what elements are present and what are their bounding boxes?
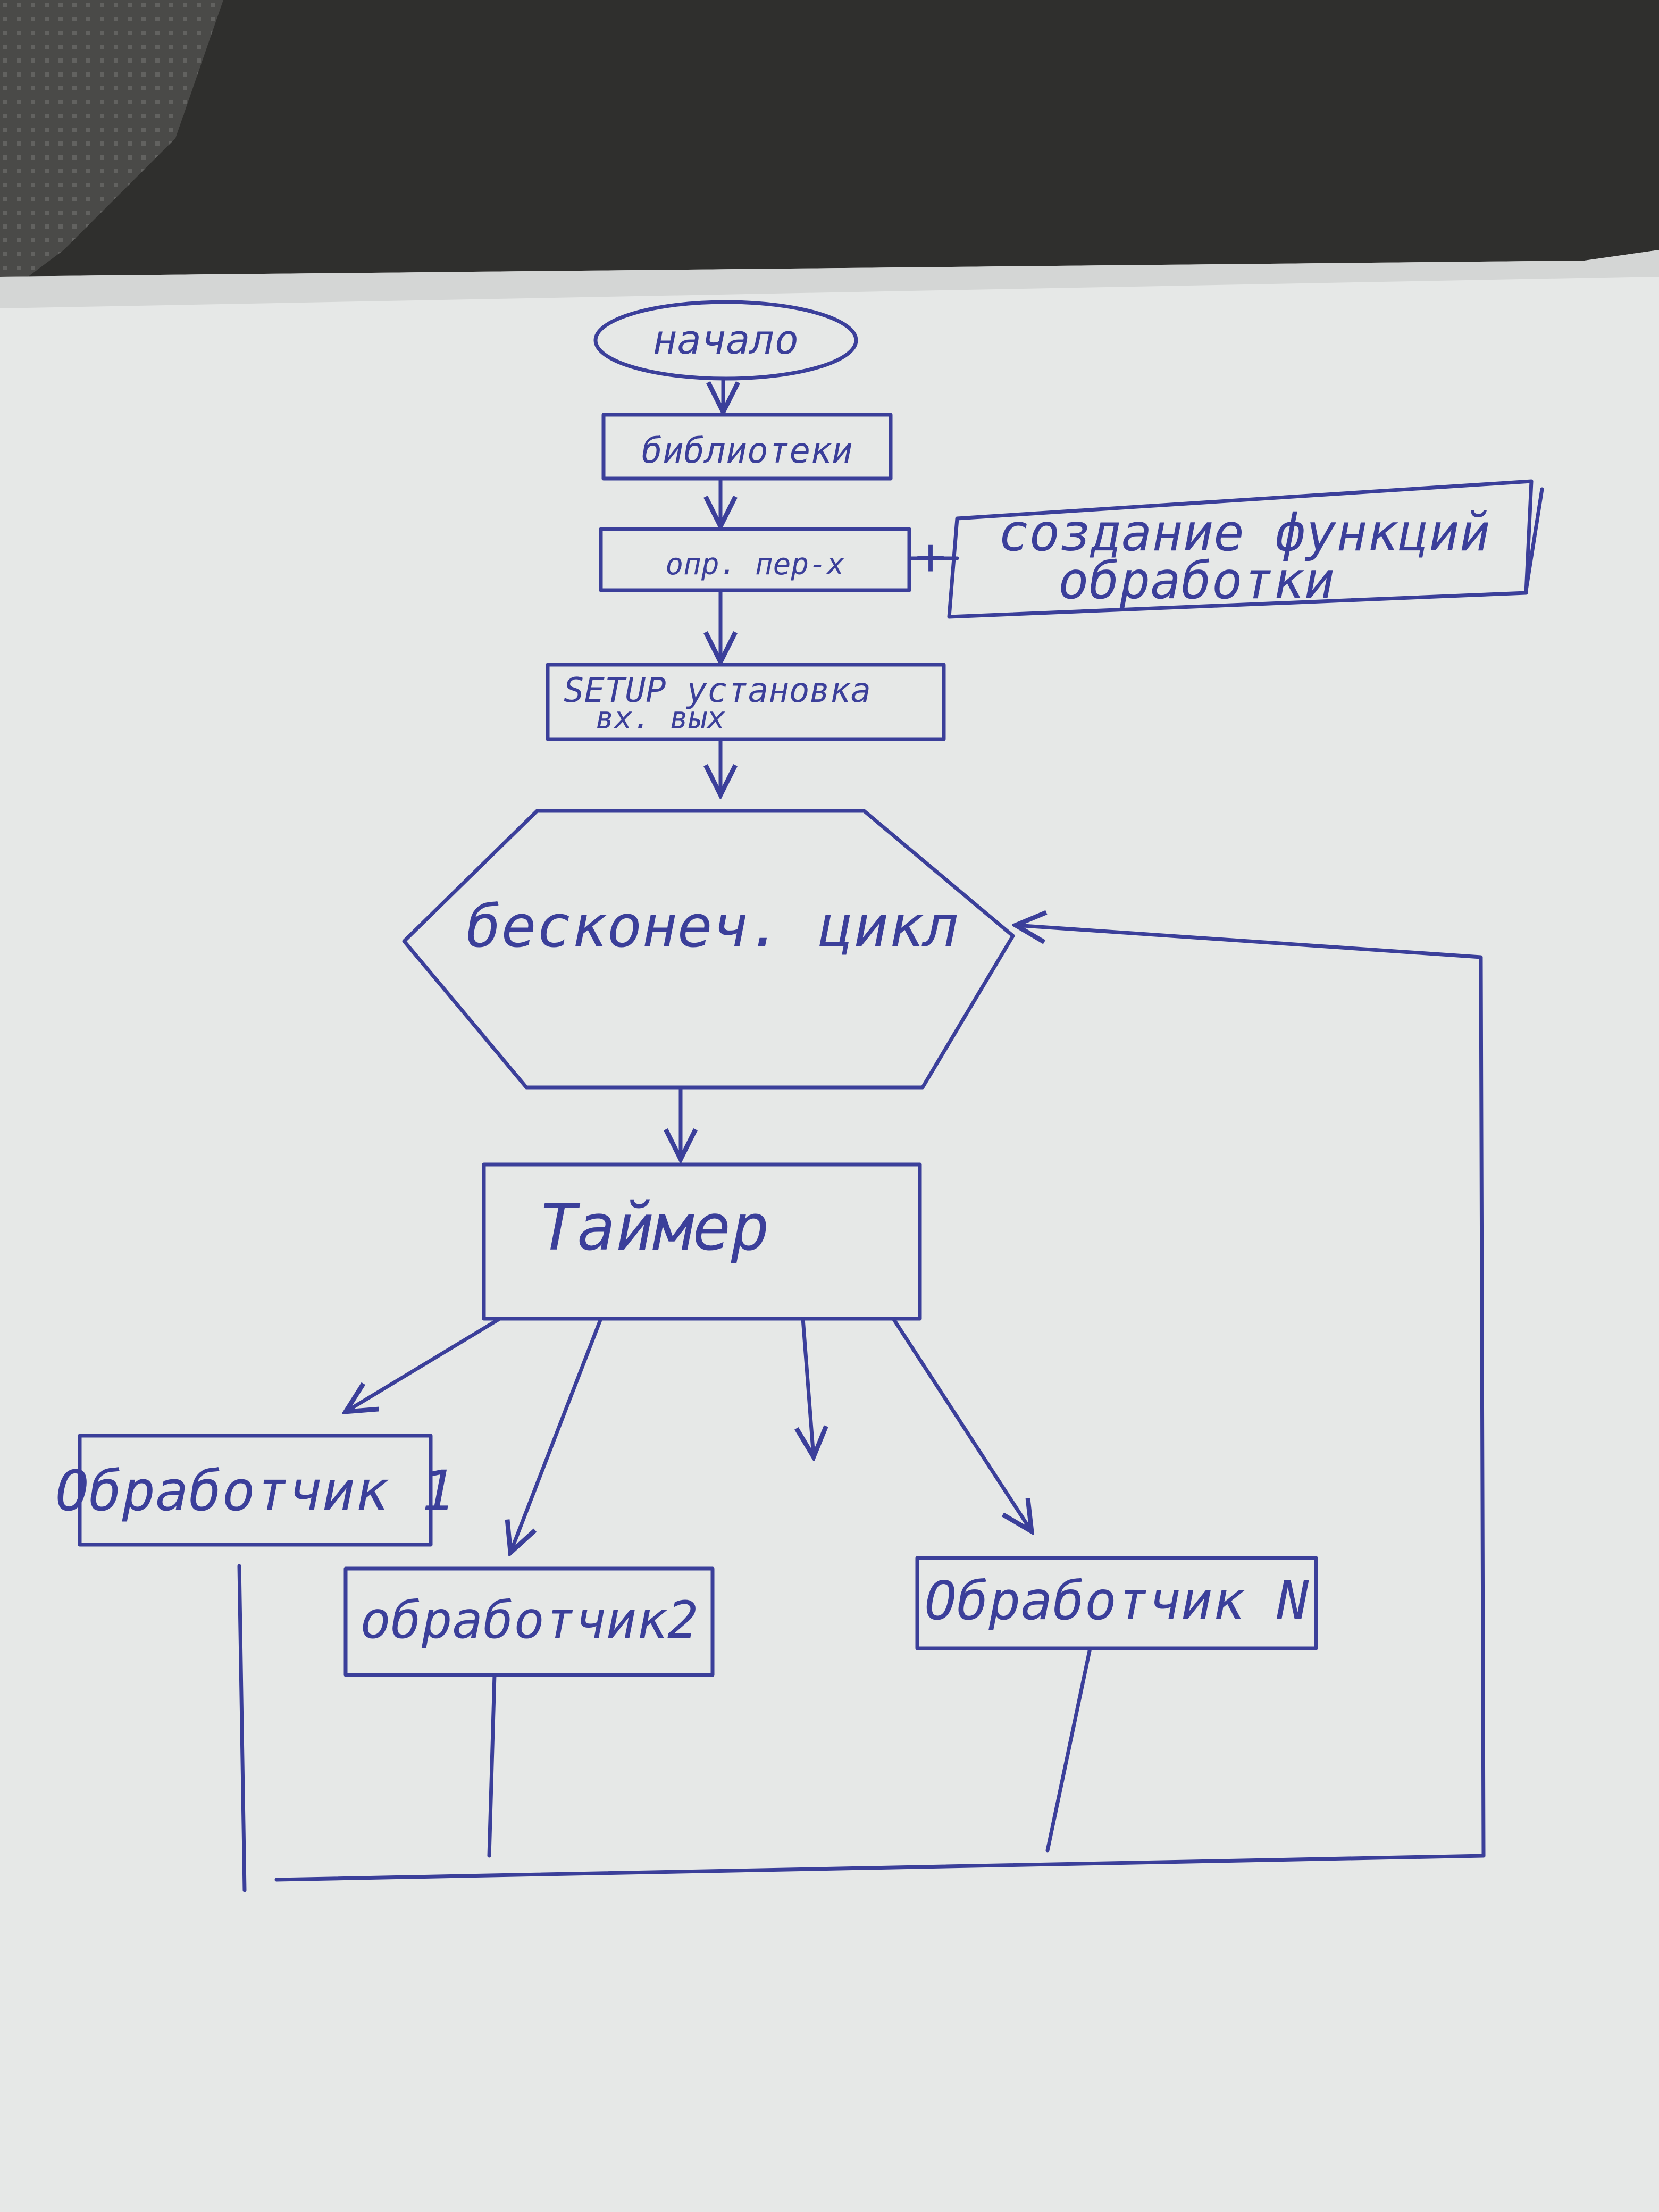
start-label: начало — [653, 316, 799, 363]
arrow-timer-to-handler-1 — [346, 1317, 502, 1412]
line-handler-2-down — [487, 1673, 497, 1858]
handler-1-box — [78, 1434, 433, 1547]
paper-shadow — [0, 250, 1659, 308]
paper-sheet — [0, 250, 1659, 2212]
setup-label-line-2: вх. вых — [596, 700, 726, 736]
handler-2-label: обработчик2 — [360, 1590, 698, 1650]
loop-hexagon — [402, 809, 1015, 1090]
arrow-timer-down — [803, 1317, 814, 1457]
timer-label: Таймер — [539, 1191, 769, 1265]
functions-label-line-1: создание функций — [999, 503, 1490, 563]
cloth-pattern — [0, 0, 223, 298]
bottom-bus-line — [274, 1854, 1486, 1882]
start-terminal — [593, 300, 858, 381]
libraries-label: библиотеки — [641, 430, 852, 471]
line-handler-1-down — [237, 1564, 247, 1892]
handler-1-label: Обработчик 1 — [55, 1459, 455, 1523]
handler-n-label: Обработчик N — [925, 1570, 1309, 1632]
handler-2-box — [343, 1566, 715, 1677]
libraries-box — [601, 413, 893, 481]
timer-box — [482, 1162, 922, 1321]
variables-label: опр. пер-х — [665, 547, 844, 582]
plus-sign: + — [915, 527, 946, 586]
arrow-timer-to-handler-2 — [510, 1317, 603, 1553]
arrow-timer-to-handler-n — [891, 1317, 1032, 1531]
loop-return-line — [1016, 925, 1486, 1858]
setup-label-line-1: SETUP установка — [564, 671, 871, 710]
functions-label-line-2: обработки — [1058, 551, 1335, 610]
functions-box — [947, 479, 1534, 619]
functions-box-tick — [1524, 487, 1544, 592]
setup-box — [546, 663, 946, 741]
line-handler-n-down — [1045, 1646, 1092, 1853]
handler-n-box — [915, 1556, 1318, 1650]
loop-label: бесконеч. цикл — [466, 892, 959, 960]
